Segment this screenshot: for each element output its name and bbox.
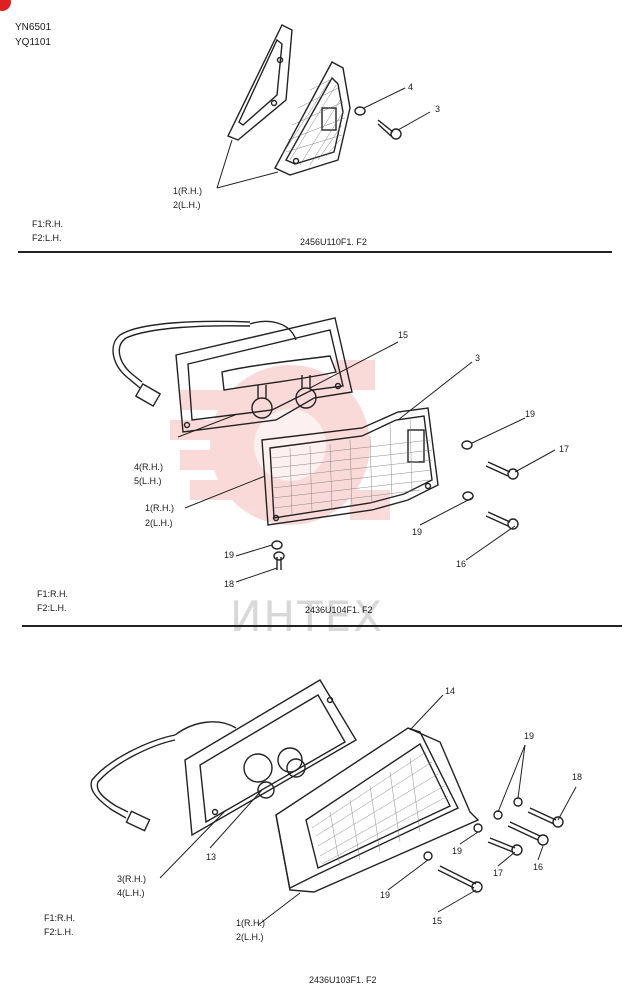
callout-4-rh: 4(R.H.) <box>134 462 163 472</box>
callout-1-rh: 1(R.H.) <box>145 503 174 513</box>
callout-4: 4 <box>408 82 414 92</box>
callout-19: 19 <box>224 550 235 560</box>
callout-14: 14 <box>445 686 456 696</box>
callout-3: 3 <box>435 104 441 114</box>
callout-4-lh: 4(L.H.) <box>117 888 145 898</box>
callout-15: 15 <box>432 916 443 926</box>
figure-code: 2436U104F1. F2 <box>305 605 373 615</box>
callout-5-lh: 5(L.H.) <box>134 476 162 486</box>
callout-17: 17 <box>559 444 570 454</box>
legend-f2: F2:L.H. <box>37 603 67 613</box>
legend-f1: F1:R.H. <box>32 219 64 229</box>
watermark-text: ИНТЕХ <box>230 592 384 641</box>
callout-13: 13 <box>206 852 217 862</box>
callout-18: 18 <box>224 579 235 589</box>
section-divider <box>22 625 622 627</box>
model-code-2: YQ1101 <box>15 37 51 48</box>
callout-19: 19 <box>412 527 423 537</box>
legend-f2: F2:L.H. <box>44 927 74 937</box>
callout-2-lh: 2(L.H.) <box>145 518 173 528</box>
section-divider <box>18 251 612 253</box>
callout-16: 16 <box>533 862 544 872</box>
callout-19: 19 <box>452 846 463 856</box>
legend-f1: F1:R.H. <box>37 589 69 599</box>
callout-18: 18 <box>572 772 583 782</box>
model-code-1: YN6501 <box>15 22 52 33</box>
callout-19: 19 <box>380 890 391 900</box>
callout-19: 19 <box>525 409 536 419</box>
callout-19: 19 <box>524 731 535 741</box>
callout-2-lh: 2(L.H.) <box>236 932 264 942</box>
figure-code: 2436U103F1. F2 <box>309 975 377 985</box>
callout-1-rh: 1(R.H.) <box>236 918 265 928</box>
callout-17: 17 <box>493 868 504 878</box>
callout-15: 15 <box>398 330 409 340</box>
figure-code: 2456U110F1. F2 <box>300 237 367 247</box>
callout-2-lh: 2(L.H.) <box>173 200 201 210</box>
callout-1-rh: 1(R.H.) <box>173 186 202 196</box>
corner-marker <box>0 0 11 11</box>
callout-3: 3 <box>475 353 481 363</box>
legend-f1: F1:R.H. <box>44 913 76 923</box>
callout-16: 16 <box>456 559 467 569</box>
callout-3-rh: 3(R.H.) <box>117 874 146 884</box>
legend-f2: F2:L.H. <box>32 233 62 243</box>
